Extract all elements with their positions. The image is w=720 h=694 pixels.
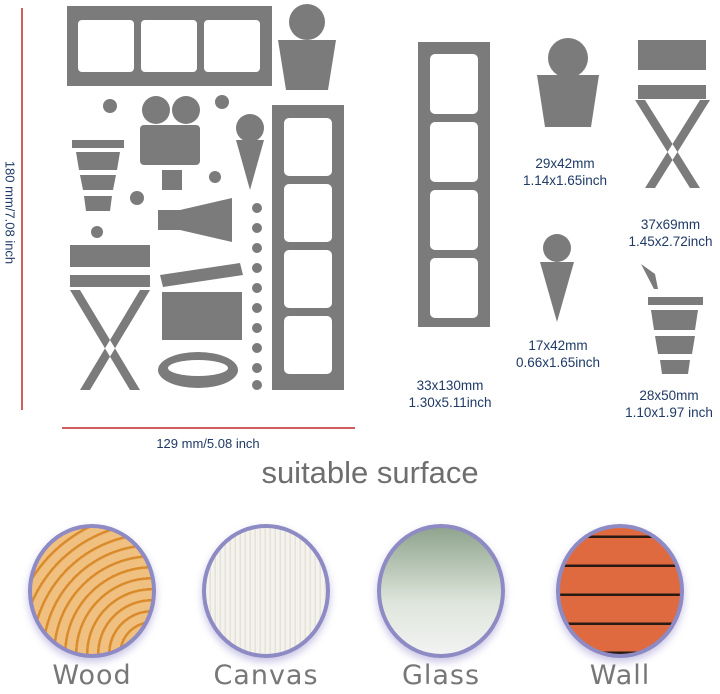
width-dimension-label: 129 mm/5.08 inch xyxy=(156,436,260,451)
canvas-surface-image xyxy=(202,524,330,658)
popcorn-icon xyxy=(278,4,336,90)
drink-cup-icon xyxy=(72,140,124,211)
film-strip-large-icon xyxy=(418,42,490,327)
drink-cup-large-icon xyxy=(641,264,703,374)
film-strip-horizontal-icon xyxy=(67,6,272,86)
ice-cream-large-icon xyxy=(540,234,574,322)
height-dimension-label: 180 mm/7.08 inch xyxy=(2,160,18,265)
glass-surface-image xyxy=(377,524,505,658)
megaphone-icon xyxy=(158,198,232,242)
wall-surface-image xyxy=(556,524,684,658)
canvas-label: Canvas xyxy=(213,660,319,691)
surface-title: suitable surface xyxy=(261,455,479,490)
wood-label: Wood xyxy=(52,660,132,691)
stencil-sheet-illustration xyxy=(21,4,710,429)
ice-cream-icon xyxy=(236,114,264,190)
wall-label: Wall xyxy=(589,660,651,691)
popcorn-large-icon xyxy=(537,38,599,127)
director-chair-large-icon xyxy=(635,40,710,188)
stars-column-icon xyxy=(91,95,262,390)
wood-surface-image xyxy=(28,524,156,658)
hotdog-icon xyxy=(158,352,238,388)
film-strip-vertical-icon xyxy=(272,105,344,390)
clapperboard-icon xyxy=(160,263,243,340)
glass-label: Glass xyxy=(401,660,481,691)
camera-icon xyxy=(140,96,200,190)
director-chair-icon xyxy=(70,245,150,390)
